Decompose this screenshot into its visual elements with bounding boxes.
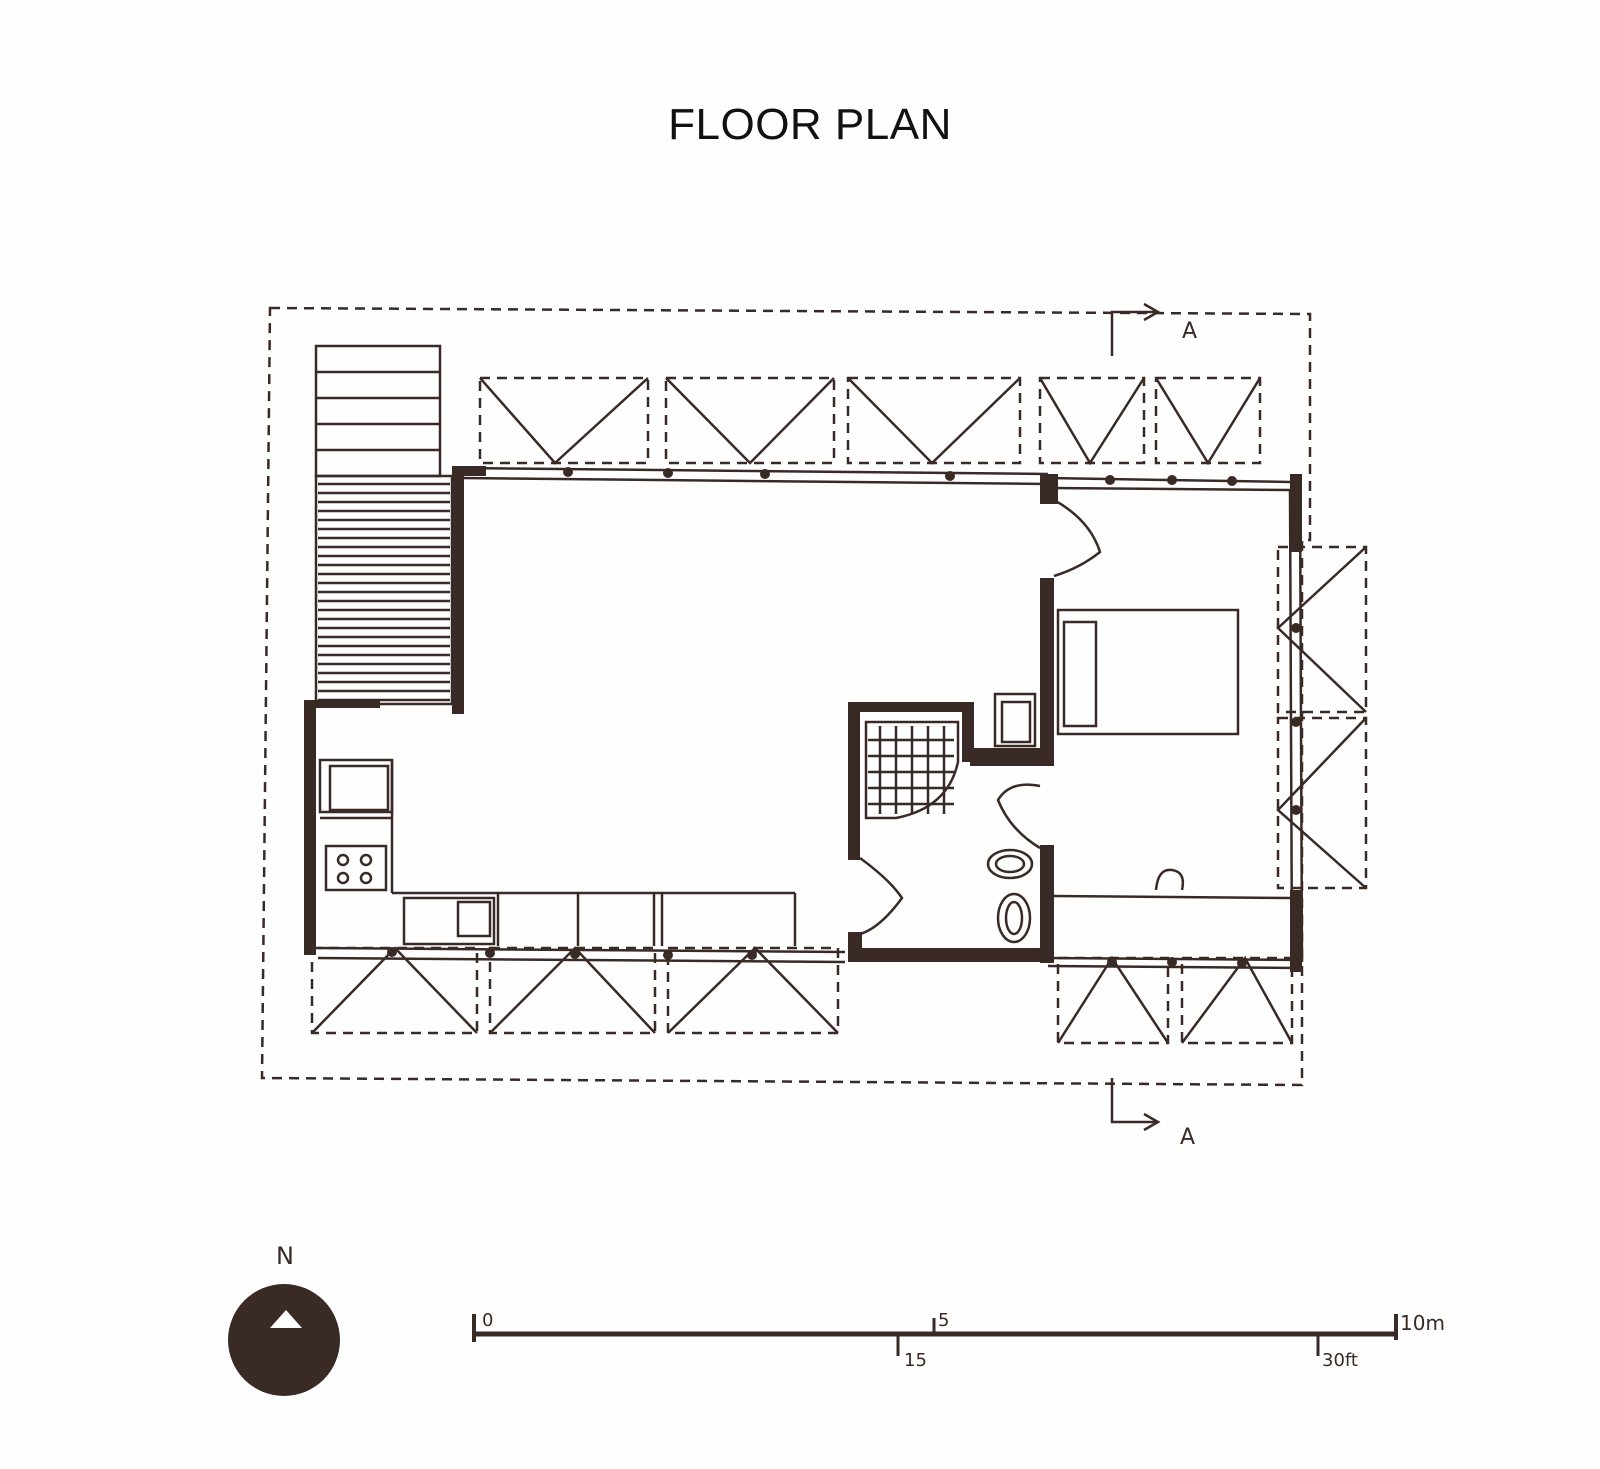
kitchen bbox=[318, 758, 797, 946]
column-posts bbox=[387, 467, 1301, 968]
north-shutters bbox=[478, 376, 1262, 466]
section-label-top: A bbox=[1182, 319, 1197, 344]
scale-metric-start: 0 bbox=[482, 1310, 493, 1331]
bathroom-fixtures bbox=[986, 692, 1037, 944]
page-title: FLOOR PLAN bbox=[668, 100, 952, 149]
scale-bar: 0 5 10m 15 30ft bbox=[472, 1310, 1445, 1371]
entry-deck-stairs bbox=[314, 344, 454, 706]
solid-walls bbox=[304, 466, 1302, 972]
north-arrow: N bbox=[228, 1242, 340, 1396]
section-label-bottom: A bbox=[1180, 1125, 1195, 1150]
section-marker-bottom: A bbox=[1110, 1078, 1195, 1150]
roof-outline bbox=[260, 306, 1312, 1087]
east-shutters bbox=[1276, 545, 1368, 890]
shower bbox=[864, 720, 960, 820]
bedroom bbox=[1053, 608, 1291, 900]
north-arrow-icon bbox=[270, 1310, 302, 1328]
section-marker-top: A bbox=[1110, 302, 1197, 356]
scale-imperial-end: 30ft bbox=[1322, 1350, 1358, 1371]
north-arrow-disc bbox=[228, 1284, 340, 1396]
scale-metric-end: 10m bbox=[1400, 1311, 1445, 1335]
door-swings bbox=[859, 498, 1102, 936]
scale-imperial-mid: 15 bbox=[904, 1350, 927, 1371]
north-label: N bbox=[276, 1242, 294, 1270]
scale-metric-mid: 5 bbox=[938, 1310, 949, 1331]
